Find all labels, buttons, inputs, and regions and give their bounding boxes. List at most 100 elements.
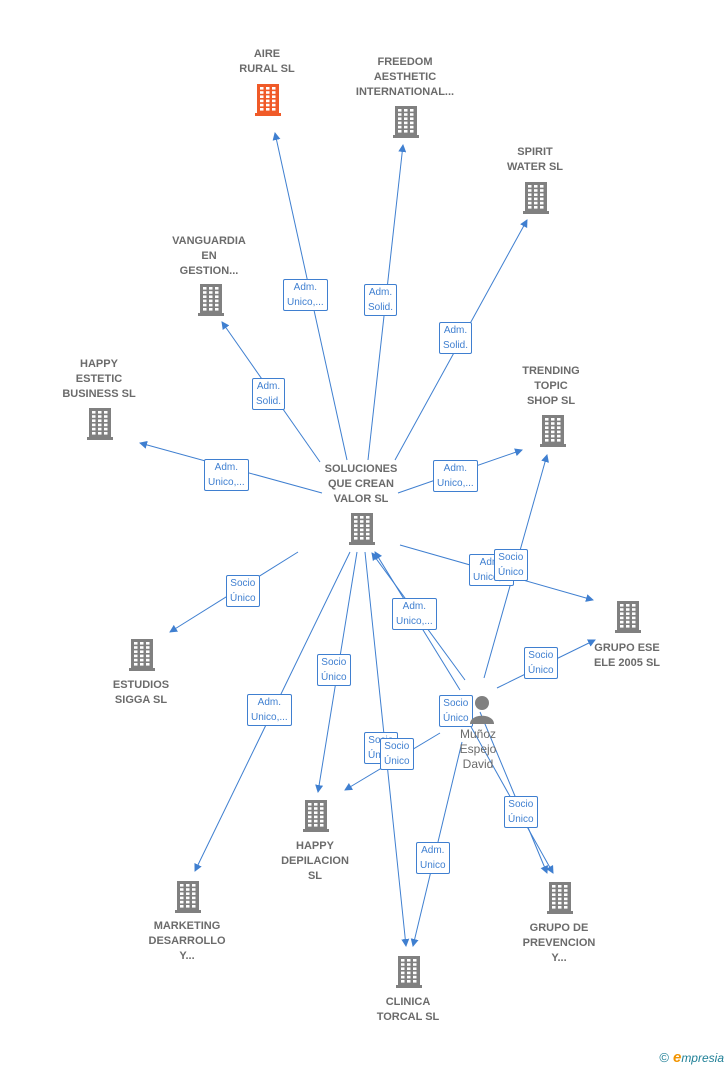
relation-badge-line: Unico,...: [396, 616, 433, 627]
company-label-line: DEPILACION: [281, 855, 349, 867]
relation-badge-r-trending[interactable]: Adm.Unico,...: [433, 460, 478, 492]
relation-badge-line: Único: [384, 756, 410, 767]
relation-badge-line: Solid.: [443, 340, 469, 351]
company-label-line: DESARROLLO: [148, 935, 226, 947]
relation-badge-line: Socio: [443, 698, 469, 709]
company-label-line: PREVENCION: [522, 937, 596, 949]
company-label-line: SHOP SL: [526, 395, 576, 407]
company-label-line: TORCAL SL: [376, 1011, 440, 1023]
building-icon-happy-depilacion[interactable]: [303, 800, 329, 832]
relation-badge-line: Socio: [321, 657, 347, 668]
building-icon-freedom[interactable]: [393, 106, 419, 138]
relation-badge-line: Único: [230, 593, 256, 604]
building-icon-marketing[interactable]: [175, 881, 201, 913]
relation-badge-line: Socio: [230, 578, 256, 589]
company-label-line: GRUPO DE: [529, 922, 589, 934]
building-icon-estudios[interactable]: [129, 639, 155, 671]
relation-badge-line: Adm.: [443, 463, 468, 474]
person-name-line-1: Muñoz: [459, 727, 497, 741]
relation-badge-line: Único: [528, 665, 554, 676]
company-label-line: SIGGA SL: [114, 694, 168, 706]
relation-badge-r-vanguardia[interactable]: Adm. Solid.: [252, 378, 286, 410]
relation-badge-line: Unico,...: [473, 572, 510, 583]
company-label-line: QUE CREAN: [327, 478, 394, 490]
relation-badge-r-spirit[interactable]: Adm. Solid.: [439, 322, 473, 354]
person-label[interactable]: Muñoz Espejo David: [433, 727, 523, 772]
relation-badge-line: Único: [321, 672, 347, 683]
building-icon-aire[interactable]: [255, 84, 281, 116]
building-icon-grupo-ese[interactable]: [615, 601, 641, 633]
company-label-estudios[interactable]: ESTUDIOS SIGGA SL: [76, 678, 206, 708]
building-icon-grupo-prevencion[interactable]: [547, 882, 573, 914]
building-icon-trending[interactable]: [540, 415, 566, 447]
brand-logo-e: e: [672, 1049, 682, 1066]
company-label-line: BUSINESS SL: [62, 388, 136, 400]
company-label-spirit[interactable]: SPIRIT WATER SL: [470, 145, 600, 175]
relation-badge-line: Adm.: [443, 325, 468, 336]
company-label-line: SOLUCIONES: [324, 463, 398, 475]
company-label-line: RURAL SL: [239, 63, 295, 75]
buildings: [87, 84, 641, 988]
company-label-line: FREEDOM: [377, 56, 433, 68]
relation-badge-r-aire[interactable]: Adm.Unico,...: [283, 279, 328, 311]
company-label-line: CLINICA: [385, 996, 431, 1008]
relation-badge-line: Solid.: [256, 396, 282, 407]
company-label-line: Y...: [179, 950, 195, 962]
company-label-line: Y...: [551, 952, 567, 964]
relation-badge-r-marketing[interactable]: Adm. Unico,...: [247, 694, 292, 726]
building-icon-happy-estetic[interactable]: [87, 408, 113, 440]
relation-badge-r-person-sol[interactable]: Adm.Unico,...: [392, 598, 437, 630]
company-label-line: GRUPO ESE: [594, 642, 660, 654]
relation-badge-line: Adm.: [256, 381, 281, 392]
relation-badge-line: Adm.: [479, 557, 504, 568]
company-label-grupo-prevencion[interactable]: GRUPO DE PREVENCION Y...: [494, 921, 624, 966]
building-icon-clinica[interactable]: [396, 956, 422, 988]
company-label-line: WATER SL: [506, 161, 563, 173]
company-label-clinica[interactable]: CLINICA TORCAL SL: [343, 995, 473, 1025]
relation-badge-r-happy-estetic[interactable]: Adm.Unico,...: [204, 459, 249, 491]
company-label-line: EN: [201, 250, 217, 262]
company-label-line: TOPIC: [534, 380, 568, 392]
person-icon[interactable]: [468, 694, 496, 724]
relation-badge-line: Adm.: [257, 697, 282, 708]
company-label-line: ESTUDIOS: [112, 679, 170, 691]
copyright-symbol: ©: [659, 1050, 669, 1065]
relation-badge-line: Unico,...: [251, 712, 288, 723]
company-label-aire[interactable]: AIRE RURAL SL: [202, 47, 332, 77]
relation-badge-line: Adm.: [421, 845, 445, 856]
person-name-line-2: Espejo: [459, 742, 497, 756]
relation-badge-line: Unico,...: [208, 477, 245, 488]
building-icon-soluciones[interactable]: [349, 513, 375, 545]
relation-badge-line: Socio: [384, 741, 410, 752]
relation-badge-line: Adm.: [368, 287, 393, 298]
company-label-line: GESTION...: [179, 265, 239, 277]
relation-badge-r-clinica[interactable]: Adm. Unico: [416, 842, 450, 874]
relation-badge-line: Único: [498, 567, 524, 578]
building-icon-vanguardia[interactable]: [198, 284, 224, 316]
building-icon-spirit[interactable]: [523, 182, 549, 214]
relation-badge-line: Unico: [420, 860, 446, 871]
relation-badge-line: Único: [508, 814, 534, 825]
company-label-line: AIRE: [253, 48, 281, 60]
edge-line-18: [479, 711, 549, 874]
relation-badge-line: Solid.: [368, 302, 394, 313]
company-label-line: SPIRIT: [517, 146, 553, 158]
relation-badge-r-freedom[interactable]: Adm. Solid.: [364, 284, 398, 316]
company-label-line: INTERNATIONAL...: [355, 86, 455, 98]
